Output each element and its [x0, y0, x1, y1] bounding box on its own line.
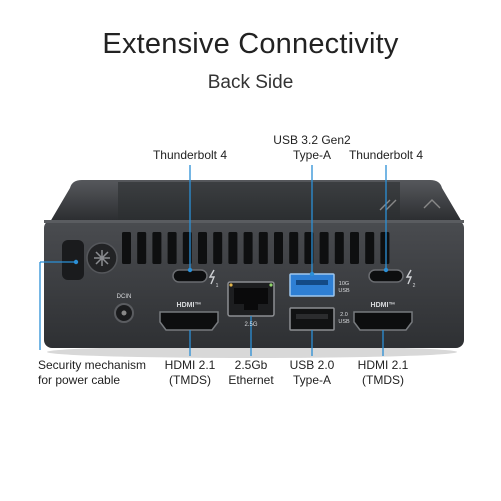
- ethernet-label-line2: Ethernet: [228, 373, 274, 387]
- ethernet-led-right: [269, 283, 273, 287]
- security-label-line1: Security mechanism: [38, 358, 147, 372]
- vent-slot: [213, 232, 223, 264]
- dcin-text: DCIN: [117, 294, 132, 300]
- thunderbolt-icon-left: [208, 269, 216, 285]
- vent-slot: [274, 232, 283, 264]
- usb20-label: USB 2.0 Type-A: [272, 358, 352, 388]
- usb2-text: 2.0: [340, 312, 348, 318]
- vent-slot: [334, 232, 344, 264]
- lan-speed-text: 2.5G: [244, 322, 257, 328]
- usb-10g-sub: USB: [338, 288, 350, 294]
- vent-slot: [304, 232, 314, 264]
- hdmi-right-label: HDMI 2.1 (TMDS): [343, 358, 423, 388]
- page-title: Extensive Connectivity: [102, 28, 399, 60]
- device-markings: DCIN HDMI™ HDMI™ 2.5G 10G USB 2.0 USB 1 …: [117, 281, 416, 328]
- usb20-label-line1: USB 2.0: [289, 358, 335, 372]
- tb-num-right: 2: [413, 283, 416, 289]
- dcin-pin: [121, 310, 127, 316]
- vent-slot: [350, 232, 359, 264]
- device-shadow: [47, 346, 457, 358]
- vent-slot: [152, 232, 162, 264]
- thunderbolt-left-label: Thunderbolt 4: [152, 148, 228, 162]
- usb32-tongue: [296, 280, 328, 285]
- vent-slot: [122, 232, 131, 264]
- hdmi-left-label-line1: HDMI 2.1: [164, 358, 216, 372]
- tb-num-left: 1: [216, 283, 219, 289]
- ethernet-label: 2.5Gb Ethernet: [211, 358, 291, 388]
- brand-logo: [379, 199, 441, 211]
- security-lock: [62, 240, 118, 280]
- hdmi-port-right: [353, 311, 413, 331]
- vent-slot: [198, 232, 207, 264]
- security-label: Security mechanism for power cable: [38, 358, 146, 388]
- vent-slot: [380, 232, 390, 264]
- callout-dots: [73, 259, 389, 277]
- vent-slots: [122, 232, 390, 264]
- usb20-label-line2: Type-A: [292, 373, 331, 387]
- hdmi-mark-left: HDMI™: [177, 302, 202, 309]
- chassis-edge: [44, 220, 464, 223]
- vent-slot: [289, 232, 299, 264]
- vent-slot: [228, 232, 238, 264]
- page-subtitle: Back Side: [207, 72, 294, 93]
- hdmi-mark-right: HDMI™: [371, 302, 396, 309]
- usb2-sub: USB: [338, 319, 350, 325]
- thunderbolt-icon-right: [405, 269, 413, 285]
- hdmi-left-label: HDMI 2.1 (TMDS): [150, 358, 230, 388]
- usb20-tongue: [296, 314, 328, 319]
- callout-lines: [39, 165, 387, 356]
- security-label-line2: for power cable: [38, 373, 121, 387]
- vent-slot: [258, 232, 268, 264]
- lid-panel: [118, 182, 400, 220]
- usb32-label: USB 3.2 Gen2 Type-A: [262, 133, 362, 163]
- vent-slot: [167, 232, 177, 264]
- usb32-label-line2: Type-A: [292, 148, 331, 162]
- vent-slot: [365, 232, 375, 264]
- hdmi-right-label-line1: HDMI 2.1: [357, 358, 409, 372]
- vent-slot: [137, 232, 147, 264]
- ethernet-socket: [234, 288, 268, 310]
- ethernet-label-line1: 2.5Gb: [234, 358, 268, 372]
- ethernet-led-left: [229, 283, 233, 287]
- hdmi-left-label-line2: (TMDS): [169, 373, 211, 387]
- vent-slot: [243, 232, 253, 264]
- hdmi-right-label-line2: (TMDS): [362, 373, 404, 387]
- thunderbolt-right-label: Thunderbolt 4: [348, 148, 424, 162]
- hdmi-port-left: [159, 311, 219, 331]
- usb-10g-text: 10G: [339, 281, 349, 287]
- vent-slot: [319, 232, 329, 264]
- usb32-label-line1: USB 3.2 Gen2: [273, 133, 351, 147]
